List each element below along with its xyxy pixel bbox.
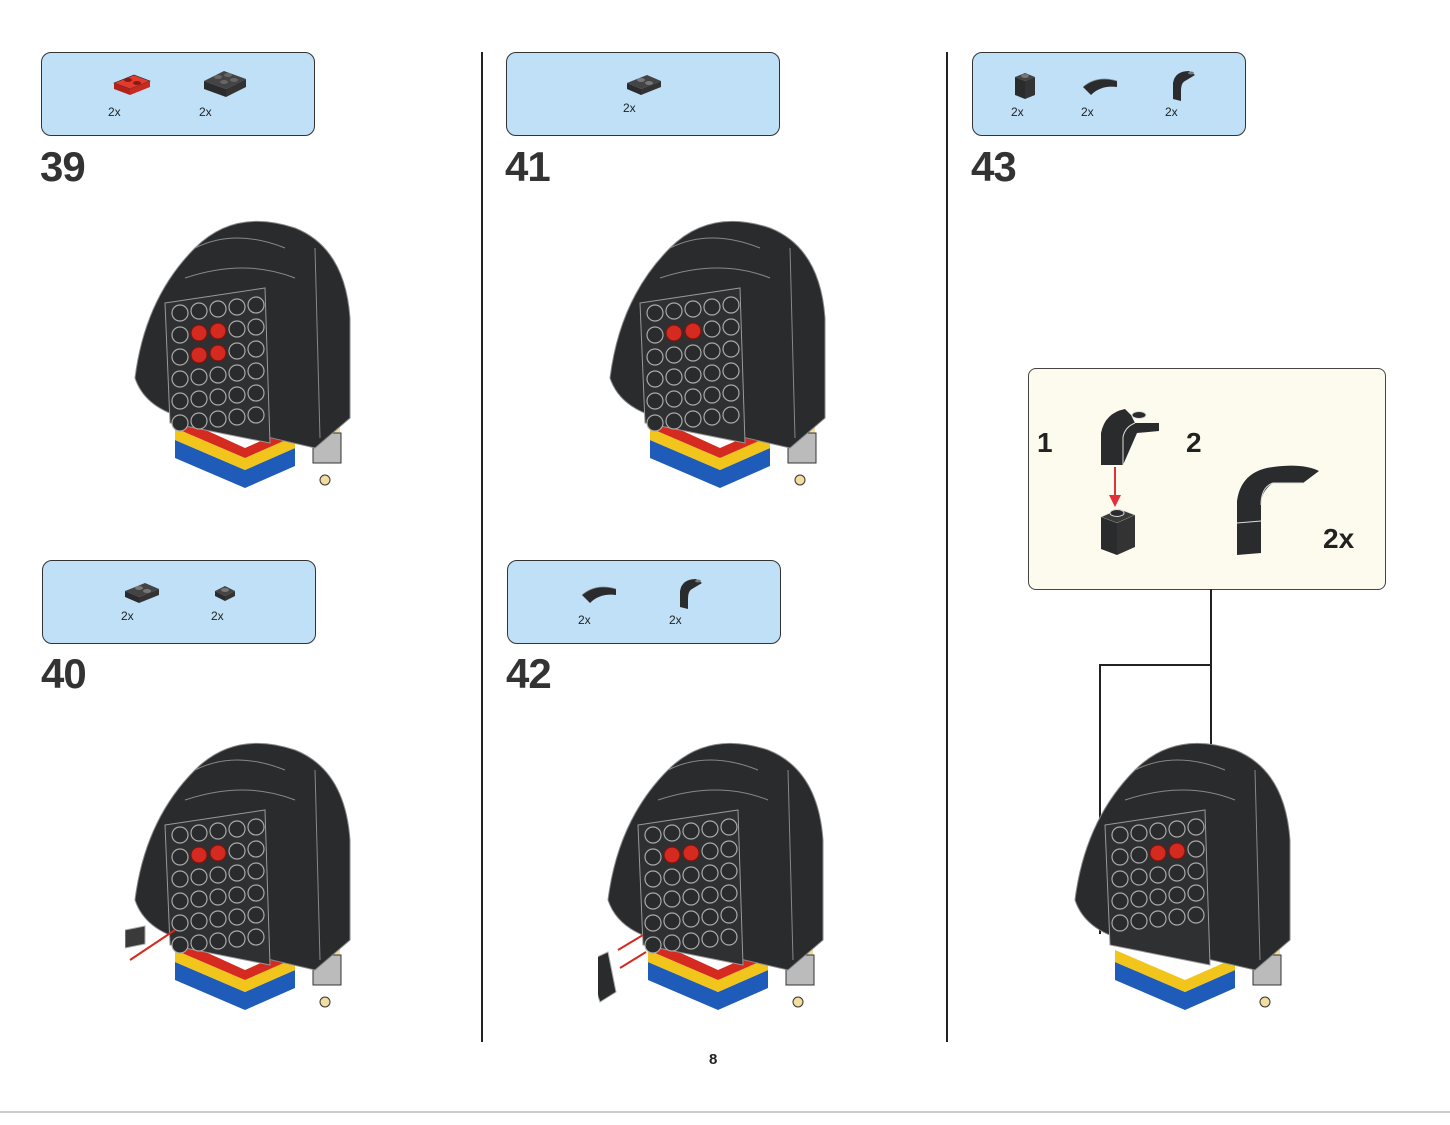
part-quantity: 2x	[1081, 105, 1094, 119]
page-edge	[0, 1111, 1450, 1113]
column-divider	[946, 52, 948, 1042]
part-quantity: 2x	[1011, 105, 1024, 119]
parts-list-step-43: 2x 2x 2x	[972, 52, 1246, 136]
parts-list-step-40: 2x 2x	[42, 560, 316, 644]
page-number: 8	[709, 1051, 718, 1068]
red-plate-1x2-icon	[102, 67, 162, 127]
sub-assembly-2-illustration	[1236, 465, 1319, 555]
model-illustration-step-42	[585, 730, 828, 1030]
dark-curved-slope-icon	[570, 575, 630, 635]
parts-list-step-41: 2x	[506, 52, 780, 136]
part-quantity: 2x	[623, 101, 636, 115]
part-quantity: 2x	[211, 609, 224, 623]
dark-brick-1x1-icon	[995, 67, 1055, 127]
model-illustration-step-40	[124, 730, 355, 1030]
sub-assembly-1-illustration	[1100, 409, 1159, 555]
dark-plate-1x1-icon	[195, 575, 255, 635]
part-quantity: 2x	[669, 613, 682, 627]
dark-plate-2x2-side-studs-icon	[194, 67, 254, 127]
step-number: 42	[506, 650, 552, 697]
callout-connector-line	[1099, 664, 1101, 934]
callout-quantity: 2x	[1323, 523, 1355, 554]
model-illustration-step-43	[1065, 730, 1295, 1030]
parts-list-step-39: 2x 2x	[41, 52, 315, 136]
callout-connector-line	[1099, 664, 1212, 666]
sub-step-number: 2	[1186, 427, 1202, 458]
model-illustration-step-39	[125, 208, 355, 508]
dark-curved-brick-icon	[660, 575, 720, 635]
step-number: 41	[505, 143, 551, 190]
model-illustration-step-41	[600, 208, 830, 508]
part-quantity: 2x	[1165, 105, 1178, 119]
part-quantity: 2x	[108, 105, 121, 119]
sub-step-number: 1	[1037, 427, 1053, 458]
dark-curved-slope-icon	[1071, 67, 1131, 127]
part-quantity: 2x	[121, 609, 134, 623]
column-divider	[481, 52, 483, 1042]
dark-plate-1x2-icon	[111, 575, 171, 635]
sub-assembly-callout: 1 2 2x	[1028, 368, 1386, 590]
step-number: 39	[40, 143, 86, 190]
dark-curved-brick-icon	[1153, 67, 1213, 127]
dark-plate-1x2-icon	[613, 67, 673, 127]
step-number: 40	[41, 650, 87, 697]
parts-list-step-42: 2x 2x	[507, 560, 781, 644]
part-quantity: 2x	[578, 613, 591, 627]
part-quantity: 2x	[199, 105, 212, 119]
step-number: 43	[971, 143, 1017, 190]
